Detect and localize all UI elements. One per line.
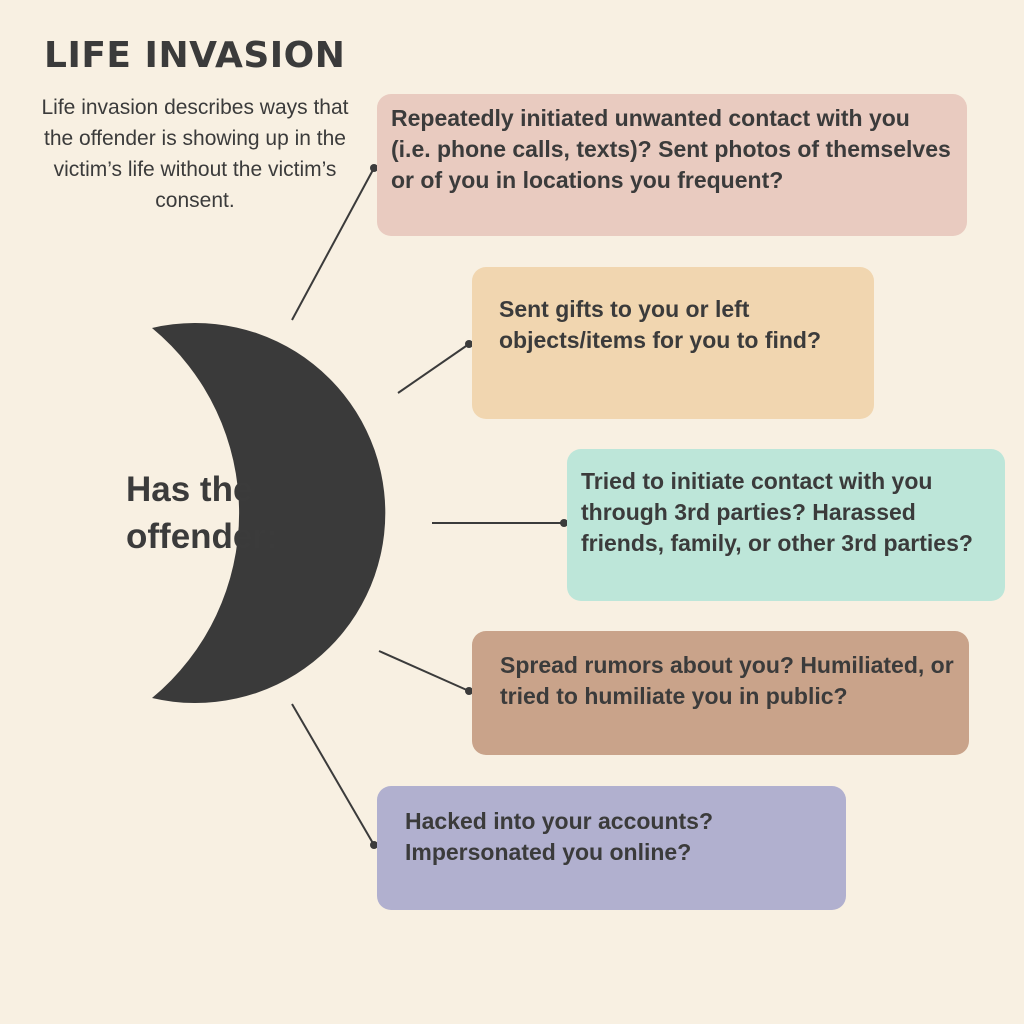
connector-line-5	[291, 703, 375, 846]
connector-line-2	[397, 343, 470, 394]
crescent-arc-shape	[152, 323, 386, 704]
question-card-5: Hacked into your accounts? Impersonated …	[377, 786, 846, 910]
description-text: Life invasion describes ways that the of…	[41, 96, 349, 212]
connector-dot-4	[465, 687, 473, 695]
connector-line-4	[378, 650, 470, 692]
connector-dot-5	[370, 841, 378, 849]
connector-dot-3	[560, 519, 568, 527]
question-card-3: Tried to initiate contact with you throu…	[567, 449, 1005, 601]
prompt-heading: Has the offender:	[126, 470, 278, 556]
connector-line-1	[291, 167, 375, 321]
question-card-2: Sent gifts to you or left objects/items …	[472, 267, 874, 419]
page-title: LIFE INVASION	[44, 35, 346, 76]
connector-dot-1	[370, 164, 378, 172]
connector-dot-2	[465, 340, 473, 348]
question-card-1: Repeatedly initiated unwanted contact wi…	[377, 94, 967, 236]
question-card-4: Spread rumors about you? Humiliated, or …	[472, 631, 969, 755]
